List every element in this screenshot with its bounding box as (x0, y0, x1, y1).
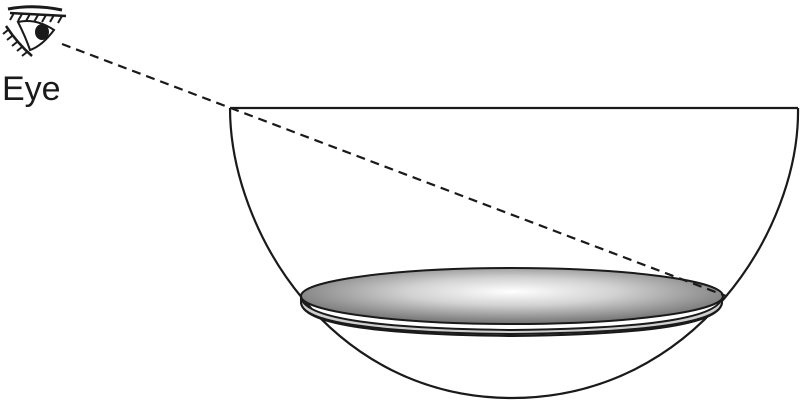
coin-face (300, 267, 724, 325)
coin-disc (300, 267, 724, 338)
line-of-sight (61, 42, 727, 298)
bowl (228, 106, 800, 400)
eye-label: Eye (2, 70, 61, 108)
eye-icon (2, 5, 67, 57)
bowl-wall (228, 107, 800, 400)
